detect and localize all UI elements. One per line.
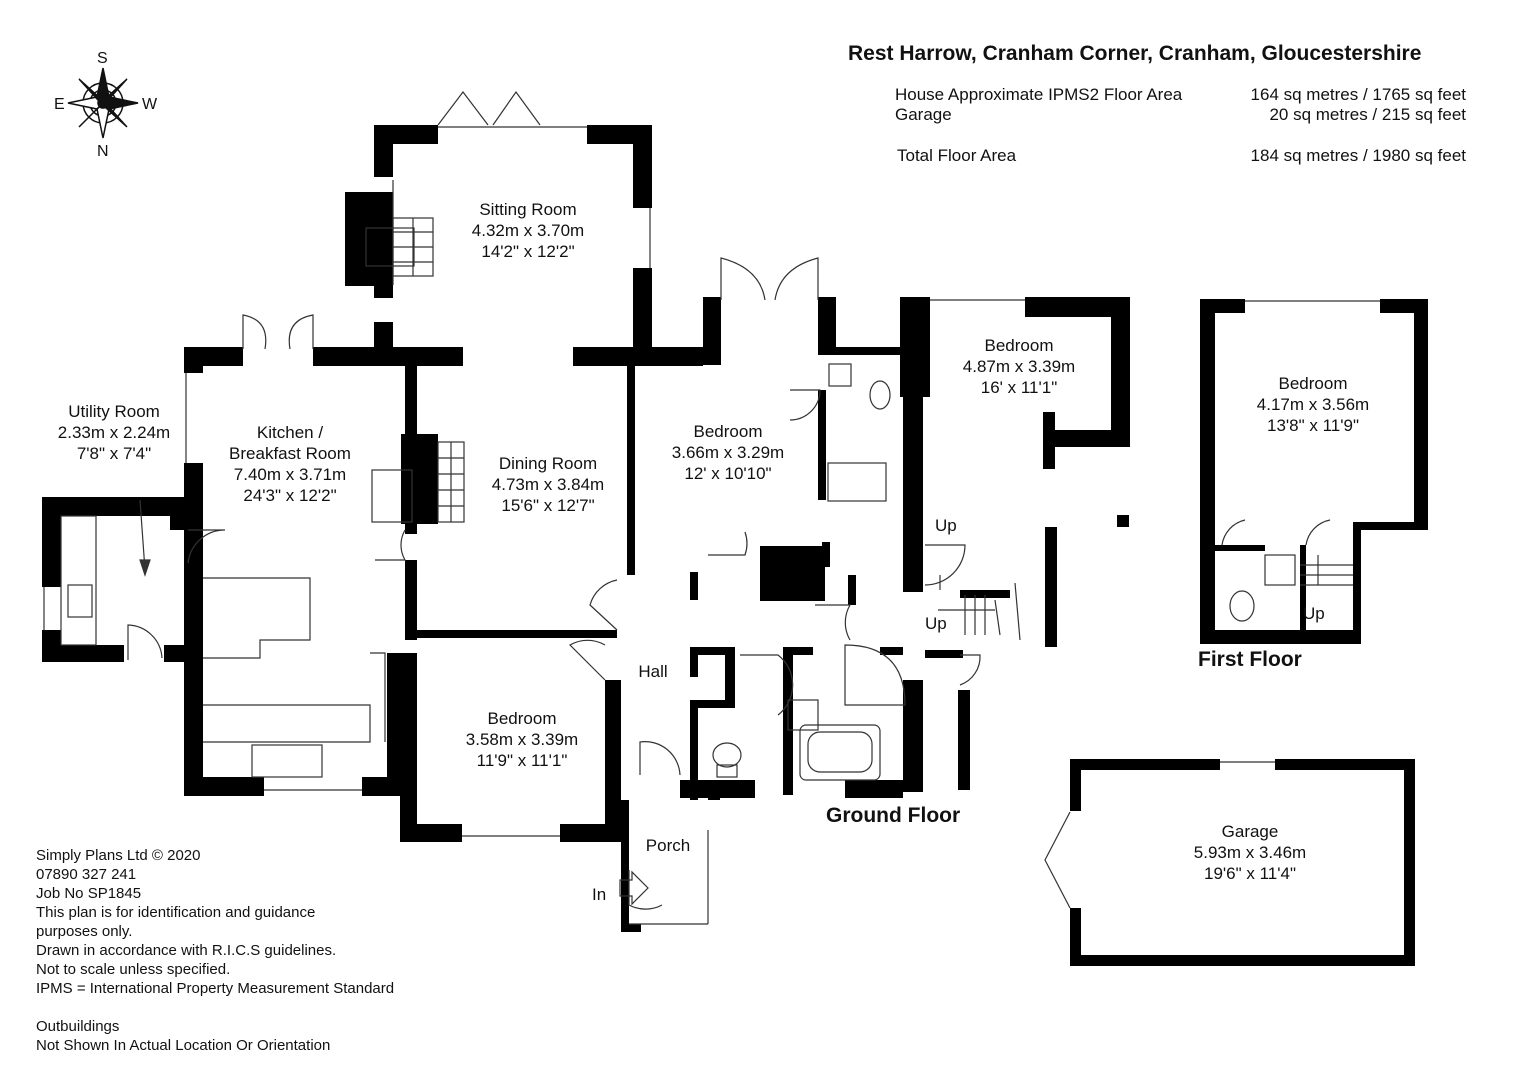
room-metric: 4.17m x 3.56m [1256,395,1370,414]
stairs-up-marker: Up [925,614,947,633]
room-imperial: 19'6" x 11'4" [1204,864,1296,883]
room-metric: 4.87m x 3.39m [962,357,1076,376]
room-name: Bedroom [693,422,763,441]
compass-e: E [54,96,65,113]
room-hall: Hall [638,662,668,681]
room-imperial: 11'9" x 11'1" [476,751,568,770]
room-sitting: Sitting Room 4.32m x 3.70m 14'2" x 12'2" [443,199,613,262]
note-line: Job No SP1845 [36,885,142,902]
note-line: Drawn in accordance with R.I.C.S guideli… [36,942,337,959]
room-imperial: 12' x 10'10" [684,464,772,483]
note-line: purposes only. [36,923,133,940]
room-imperial: 13'8" x 11'9" [1267,416,1359,435]
room-name: Sitting Room [479,200,577,219]
room-name: Dining Room [498,454,598,473]
property-title: Rest Harrow, Cranham Corner, Cranham, Gl… [848,42,1422,65]
room-kitchen: Kitchen / Breakfast Room 7.40m x 3.71m 2… [205,422,375,506]
area-value-total: 184 sq metres / 1980 sq feet [1250,146,1466,165]
plan-notes: Simply Plans Ltd © 2020 07890 327 241 Jo… [36,846,394,1055]
floor-label-first: First Floor [1198,648,1302,671]
room-name: Bedroom [984,336,1054,355]
walls [42,125,1428,966]
room-name: Bedroom [487,709,557,728]
room-name: Garage [1221,822,1279,841]
room-metric: 5.93m x 3.46m [1193,843,1307,862]
room-metric: 7.40m x 3.71m [233,465,347,484]
compass-n: N [97,143,109,160]
room-metric: 4.32m x 3.70m [471,221,585,240]
room-metric: 3.58m x 3.39m [465,730,579,749]
area-label-total: Total Floor Area [897,146,1017,165]
note-line: Not Shown In Actual Location Or Orientat… [36,1037,331,1054]
room-bedroom-lower: Bedroom 3.58m x 3.39m 11'9" x 11'1" [437,708,607,771]
fixtures [43,90,1380,925]
room-bedroom-first: Bedroom 4.17m x 3.56m 13'8" x 11'9" [1228,373,1398,436]
room-utility: Utility Room 2.33m x 2.24m 7'8" x 7'4" [34,401,194,464]
room-bedroom-centre: Bedroom 3.66m x 3.29m 12' x 10'10" [643,421,813,484]
room-name: Kitchen / [256,423,324,442]
entrance-marker: In [592,885,607,904]
note-line: 07890 327 241 [36,866,137,883]
room-metric: 3.66m x 3.29m [671,443,785,462]
note-line: Outbuildings [36,1018,120,1035]
room-bedroom-right: Bedroom 4.87m x 3.39m 16' x 11'1" [934,335,1104,398]
room-imperial: 7'8" x 7'4" [76,444,152,463]
area-value-house: 164 sq metres / 1765 sq feet [1250,85,1466,104]
room-imperial: 24'3" x 12'2" [243,486,337,505]
room-garage: Garage 5.93m x 3.46m 19'6" x 11'4" [1165,821,1335,884]
stairs-up-marker: Up [935,516,957,535]
note-line: Not to scale unless specified. [36,961,231,978]
floor-label-ground: Ground Floor [826,804,961,827]
compass-s: S [97,50,108,67]
room-name-2: Breakfast Room [229,444,351,463]
note-line: This plan is for identification and guid… [36,904,316,921]
room-metric: 2.33m x 2.24m [57,423,171,442]
note-line: IPMS = International Property Measuremen… [36,980,395,997]
compass-w: W [142,96,158,113]
room-imperial: 15'6" x 12'7" [501,496,595,515]
room-imperial: 14'2" x 12'2" [481,242,575,261]
room-porch: Porch [645,836,691,855]
note-spacer [36,998,394,1017]
room-name: Utility Room [68,402,160,421]
room-dining: Dining Room 4.73m x 3.84m 15'6" x 12'7" [463,453,633,516]
area-value-garage: 20 sq metres / 215 sq feet [1269,105,1466,124]
room-imperial: 16' x 11'1" [980,378,1058,397]
stairs-up-marker: Up [1303,604,1325,623]
room-metric: 4.73m x 3.84m [491,475,605,494]
room-name: Bedroom [1278,374,1348,393]
area-label-house: House Approximate IPMS2 Floor Area [895,85,1183,104]
note-line: Simply Plans Ltd © 2020 [36,847,201,864]
area-label-garage: Garage [895,105,952,124]
compass-rose-icon [67,67,139,139]
